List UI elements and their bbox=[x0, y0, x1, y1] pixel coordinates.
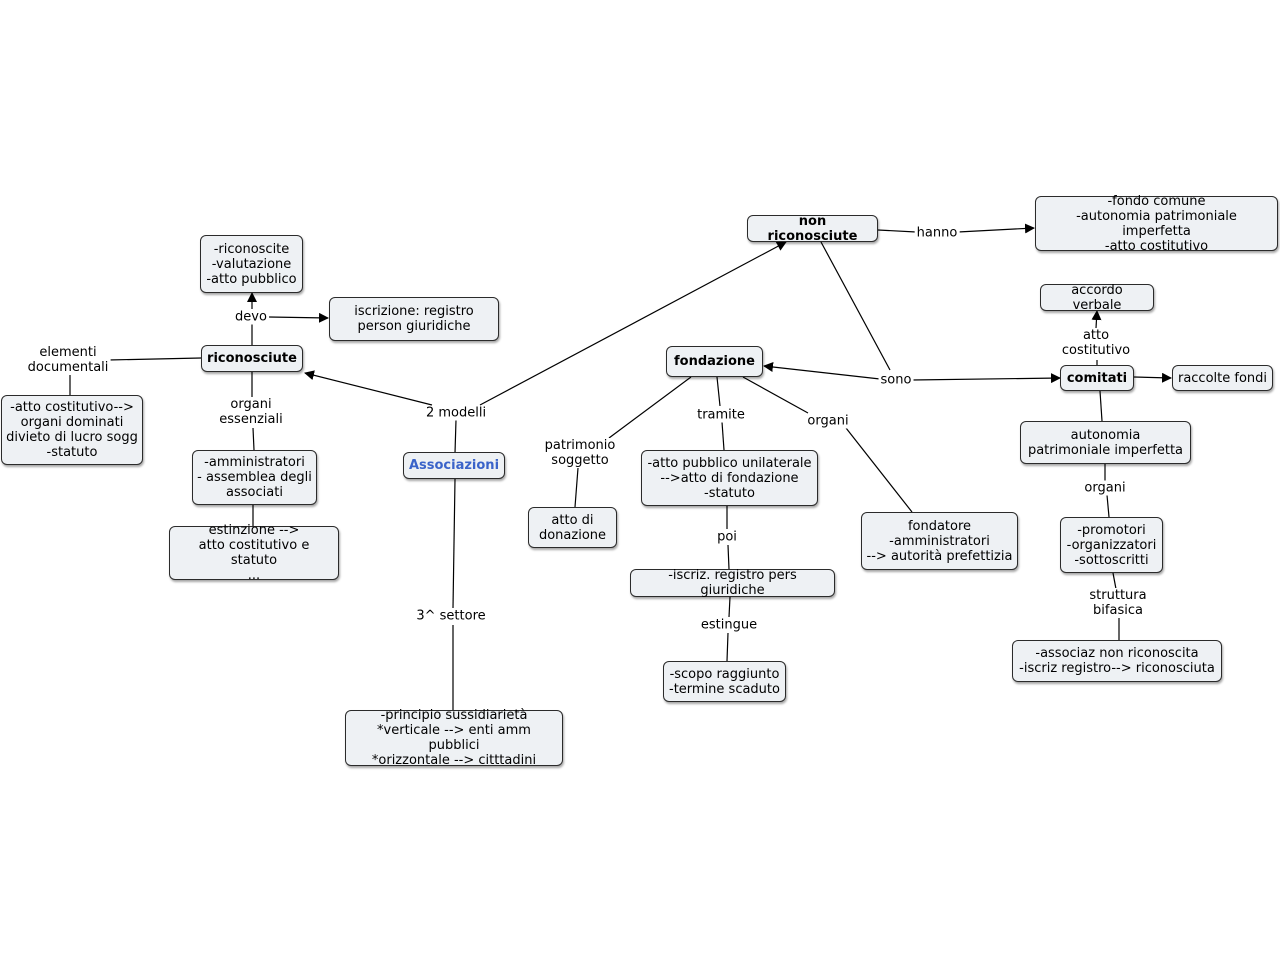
node-non-riconosciute[interactable]: non riconosciute bbox=[747, 214, 878, 244]
node-accordo-verbale[interactable]: accordo verbale bbox=[1040, 283, 1154, 313]
node-fondazione[interactable]: fondazione bbox=[666, 346, 763, 377]
link-label-2-modelli: 2 modelli bbox=[423, 405, 489, 421]
edge-2modelli-riconosciute bbox=[304, 370, 433, 406]
link-label-organi-essenziali: organi essenziali bbox=[217, 397, 285, 427]
link-label-tramite: tramite bbox=[695, 407, 747, 423]
link-label-hanno: hanno bbox=[914, 225, 960, 241]
edge-hanno-fondocomune bbox=[957, 223, 1035, 234]
node-atto-di-donazione[interactable]: atto di donazione bbox=[528, 507, 617, 548]
edge-patrimonio-donazione bbox=[574, 467, 579, 508]
link-label-3-settore: 3^ settore bbox=[414, 608, 488, 624]
node-associazioni[interactable]: Associazioni bbox=[403, 452, 505, 479]
edge-fondazione-organi bbox=[742, 376, 809, 414]
link-label-patrimonio-soggetto: patrimonio soggetto bbox=[542, 438, 618, 468]
link-label-organi-comitati: organi bbox=[1082, 480, 1128, 496]
node-raccolte-fondi[interactable]: raccolte fondi bbox=[1172, 365, 1273, 391]
link-label-atto-costitutivo: atto costitutivo bbox=[1059, 328, 1133, 358]
node-principio-sussidiarieta[interactable]: -principio sussidiarietà *verticale --> … bbox=[345, 708, 563, 768]
link-label-sono: sono bbox=[878, 372, 914, 388]
edge-tramite-attopubblico bbox=[721, 421, 725, 451]
node-iscriz-registro[interactable]: -iscriz. registro pers giuridiche bbox=[630, 568, 835, 598]
edge-organi-fondatore bbox=[845, 427, 913, 513]
link-label-devo: devo bbox=[233, 309, 269, 325]
edge-organi-promotori bbox=[1106, 494, 1110, 518]
edge-fondazione-patrimonio bbox=[608, 376, 692, 439]
node-riconosciute[interactable]: riconosciute bbox=[201, 345, 303, 372]
edge-2modelli-nonriconosciute bbox=[479, 241, 787, 406]
link-label-elementi-documentali: elementi documentali bbox=[25, 345, 111, 375]
node-fondo-comune[interactable]: -fondo comune -autonomia patrimoniale im… bbox=[1035, 194, 1278, 254]
edge-sono-fondazione bbox=[763, 362, 881, 380]
edge-iscriz-estingue bbox=[728, 596, 731, 618]
edge-sono-comitati bbox=[911, 373, 1061, 384]
edge-riconosciute-elementi bbox=[107, 357, 202, 361]
edge-promotori-struttura bbox=[1112, 572, 1117, 590]
node-atto-costitutivo-organi[interactable]: -atto costitutivo--> organi dominati div… bbox=[1, 395, 143, 465]
link-label-estingue: estingue bbox=[698, 617, 760, 633]
edge-associazioni-2modelli bbox=[454, 419, 457, 454]
edge-fondazione-tramite bbox=[716, 376, 721, 407]
edge-poi-iscriz bbox=[727, 544, 730, 570]
node-riconoscite-valutazione[interactable]: -riconoscite -valutazione -atto pubblico bbox=[200, 235, 303, 293]
node-associaz-non-riconoscita[interactable]: -associaz non riconoscita -iscriz regist… bbox=[1012, 640, 1222, 682]
link-label-organi-fondazione: organi bbox=[805, 413, 851, 429]
node-iscrizione-registro[interactable]: iscrizione: registro person giuridiche bbox=[329, 297, 499, 341]
node-autonomia-imperfetta[interactable]: autonomia patrimoniale imperfetta bbox=[1020, 421, 1191, 464]
node-comitati[interactable]: comitati bbox=[1060, 365, 1134, 391]
node-estinzione[interactable]: estinzione --> atto costitutivo e statut… bbox=[169, 523, 339, 583]
node-atto-pubblico-unilaterale[interactable]: -atto pubblico unilaterale -->atto di fo… bbox=[641, 450, 818, 506]
node-scopo-raggiunto[interactable]: -scopo raggiunto -termine scaduto bbox=[663, 661, 786, 702]
node-fondatore[interactable]: fondatore -amministratori --> autorità p… bbox=[861, 512, 1018, 570]
edge-associazioni-3settore bbox=[452, 478, 456, 609]
link-label-poi: poi bbox=[715, 529, 739, 545]
node-amministratori-assemblea[interactable]: -amministratori - assemblea degli associ… bbox=[192, 450, 317, 505]
edge-devo-iscrizione bbox=[268, 312, 329, 323]
link-label-struttura-bifasica: struttura bifasica bbox=[1087, 588, 1149, 618]
edge-nonriconosciute-hanno bbox=[877, 229, 917, 233]
edge-estingue-scopo bbox=[726, 632, 729, 662]
edge-comitati-raccoltefondi bbox=[1133, 372, 1172, 383]
node-promotori[interactable]: -promotori -organizzatori -sottoscritti bbox=[1060, 517, 1163, 573]
edge-comitati-autonomia bbox=[1099, 390, 1103, 422]
edge-attocostitutivo-accordoverbale bbox=[1091, 310, 1102, 329]
edge-organi-amministratori bbox=[252, 427, 255, 451]
edge-nonriconosciute-sono bbox=[820, 241, 891, 371]
